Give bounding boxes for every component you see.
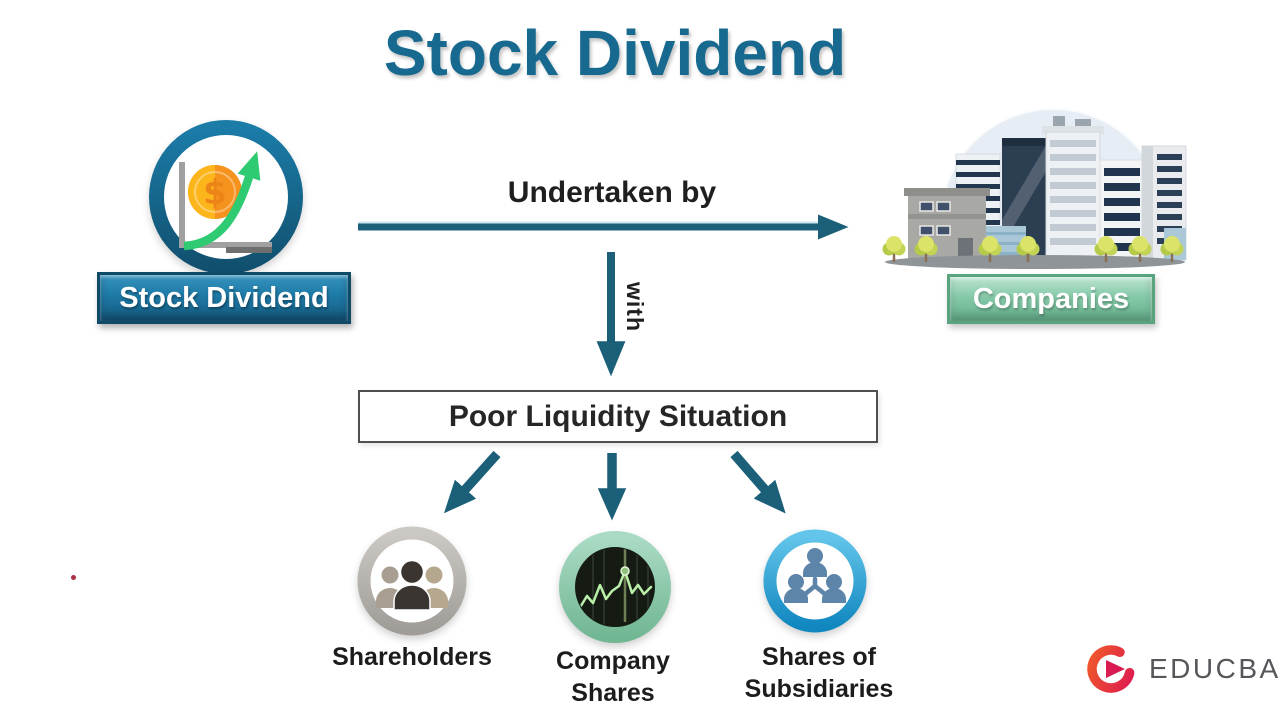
with-arrow	[596, 252, 626, 377]
city-buildings	[904, 116, 1187, 261]
poor-liquidity-box: Poor Liquidity Situation	[358, 390, 878, 443]
shares-of-subsidiaries-label: Shares of Subsidiaries	[733, 641, 905, 705]
company-shares-label-line2: Shares	[571, 679, 655, 707]
dollar-sign: $	[203, 173, 227, 213]
educba-logo-icon	[1087, 645, 1135, 693]
companies-illustration	[882, 108, 1187, 269]
stock-dividend-banner-label: Stock Dividend	[119, 282, 329, 314]
with-label: with	[622, 282, 648, 332]
poor-liquidity-label: Poor Liquidity Situation	[448, 400, 788, 433]
subsidiaries-label-line2: Subsidiaries	[744, 675, 894, 703]
growth-chart-glyph: $	[179, 151, 272, 253]
play-triangle	[1106, 660, 1125, 678]
page-title: Stock Dividend	[383, 17, 847, 89]
company-shares-label: Company Shares	[543, 645, 683, 709]
branch-arrow-left	[443, 450, 501, 514]
educba-logo-text: EDUCBA	[1149, 653, 1280, 684]
subsidiaries-network-icon	[763, 529, 867, 633]
undertaken-by-label: Undertaken by	[507, 176, 717, 209]
growth-arrow	[183, 151, 261, 251]
stock-chart-icon	[559, 531, 671, 643]
branch-arrows	[443, 450, 786, 521]
shareholders-group-icon	[357, 526, 467, 636]
companies-banner-label: Companies	[972, 283, 1130, 315]
city-ground	[885, 255, 1185, 269]
city-trees	[882, 236, 1184, 262]
stock-dividend-banner: Stock Dividend	[97, 272, 351, 324]
teal-ring	[149, 120, 303, 274]
companies-banner: Companies	[947, 274, 1155, 324]
chart-glyph	[577, 548, 653, 626]
undertaken-by-arrow	[358, 214, 849, 240]
stray-red-dot	[71, 575, 76, 580]
people-glyph	[376, 559, 448, 611]
shareholders-label: Shareholders	[328, 641, 496, 673]
shareholders-label-line1: Shareholders	[332, 643, 492, 671]
subsidiaries-label-line1: Shares of	[762, 643, 876, 671]
educba-logo: EDUCBA	[1085, 640, 1280, 698]
stock-dividend-icon: $	[149, 120, 303, 274]
branch-arrow-right	[730, 450, 786, 514]
network-people-glyph	[784, 548, 846, 603]
company-shares-label-line1: Company	[556, 647, 670, 675]
